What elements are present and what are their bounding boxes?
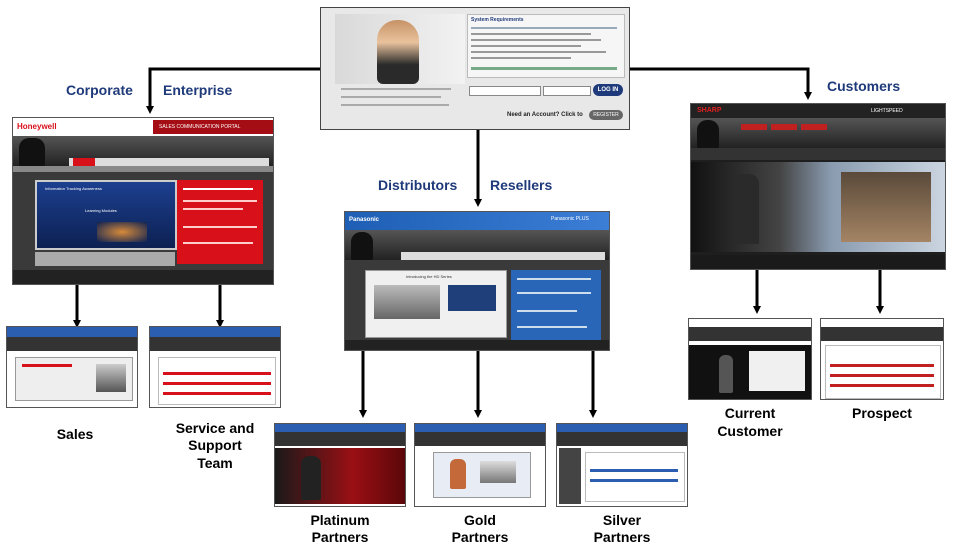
label-gold-l1: Gold — [464, 512, 496, 528]
label-current-l1: Current — [724, 405, 776, 421]
label-platinum-l1: Platinum — [310, 512, 370, 528]
sharp-video-panel — [691, 162, 945, 252]
login-portal-screenshot: System Requirements LOG IN Need an Accou… — [320, 7, 630, 130]
platinum-partners-screenshot — [274, 423, 406, 507]
username-field[interactable] — [469, 86, 541, 96]
house-solar-icon — [841, 172, 931, 242]
presenter-face-icon — [377, 20, 419, 84]
current-customer-screenshot — [688, 318, 812, 400]
edge-root-corporate — [146, 67, 320, 114]
panasonic-logo: Panasonic — [349, 217, 380, 223]
label-prospect: Prospect — [852, 405, 912, 421]
edge-root-customers — [630, 67, 812, 100]
need-account-text: Need an Account? Click to — [507, 112, 583, 118]
honeywell-portal-screenshot: Honeywell SALES COMMUNICATION PORTAL Inf… — [12, 117, 274, 285]
panasonic-product-panel: Introducing the HD Series — [365, 270, 507, 338]
label-resellers: Resellers — [490, 177, 553, 193]
register-button[interactable]: REGISTER — [589, 110, 623, 120]
label-customers: Customers — [827, 78, 901, 94]
sharp-logo: SHARP — [697, 107, 722, 114]
system-requirements-panel: System Requirements — [467, 14, 625, 78]
sharp-title: LIGHTSPEED — [871, 108, 903, 114]
label-platinum-l2: Partners — [311, 529, 369, 545]
label-silver-l1: Silver — [602, 512, 642, 528]
label-service-l2: Support — [188, 437, 242, 453]
sysreq-heading: System Requirements — [471, 17, 524, 23]
label-sales: Sales — [56, 426, 94, 442]
honeywell-title: SALES COMMUNICATION PORTAL — [159, 124, 241, 130]
presenter-video — [335, 14, 465, 84]
label-corporate: Corporate — [66, 82, 133, 98]
label-distributors: Distributors — [378, 177, 458, 193]
login-button[interactable]: LOG IN — [593, 84, 623, 96]
panasonic-news-panel — [511, 270, 601, 346]
honeywell-logo: Honeywell — [17, 122, 57, 131]
honeywell-learning-panel: Information Tracking Awareness Learning … — [35, 180, 177, 250]
label-gold-l2: Partners — [451, 529, 509, 545]
sales-screenshot — [6, 326, 138, 408]
label-current-l2: Customer — [717, 423, 783, 439]
panasonic-portal-screenshot: Panasonic Panasonic PLUS Introducing the… — [344, 211, 610, 351]
panasonic-title: Panasonic PLUS — [551, 216, 589, 222]
honeywell-news-panel — [177, 180, 263, 264]
password-field[interactable] — [543, 86, 591, 96]
label-service-l3: Team — [197, 455, 233, 471]
silver-partners-screenshot — [556, 423, 688, 507]
sharp-portal-screenshot: SHARP LIGHTSPEED — [690, 103, 946, 270]
label-enterprise: Enterprise — [163, 82, 233, 98]
label-silver-l2: Partners — [593, 529, 651, 545]
gold-partners-screenshot — [414, 423, 546, 507]
prospect-screenshot — [820, 318, 944, 400]
service-support-screenshot — [149, 326, 281, 408]
label-service-l1: Service and — [175, 420, 255, 436]
